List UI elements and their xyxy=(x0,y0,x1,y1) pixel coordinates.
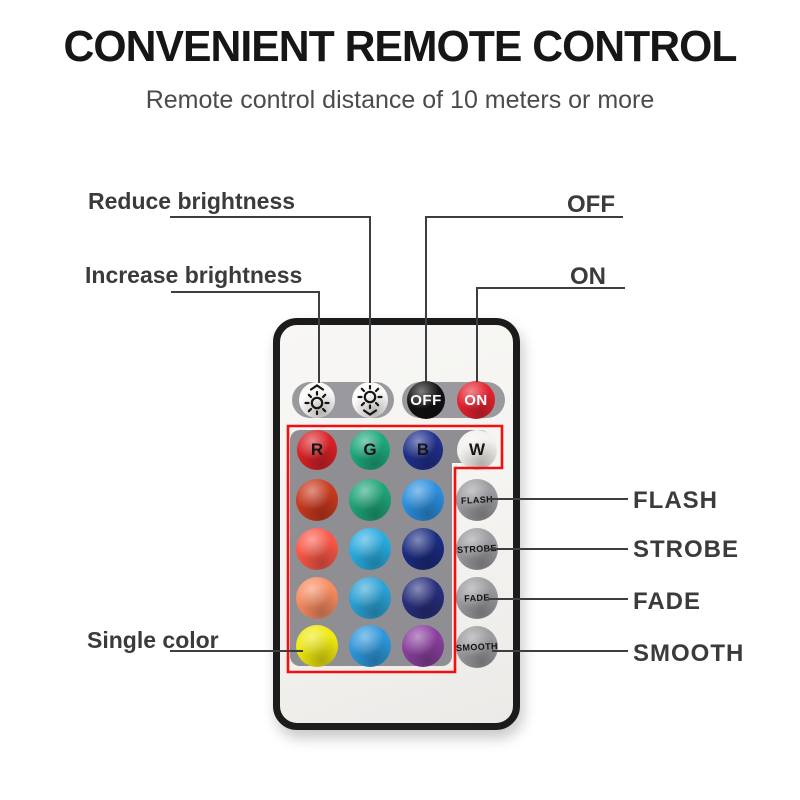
label-reduce-brightness: Reduce brightness xyxy=(88,188,296,214)
sun-down-icon xyxy=(357,384,383,416)
off-button[interactable]: OFF xyxy=(407,381,445,419)
flash-button[interactable]: FLASH xyxy=(456,479,498,521)
white-button-label: W xyxy=(468,440,486,459)
color-button-white[interactable]: W xyxy=(457,430,497,470)
callout-line-fade xyxy=(488,598,628,600)
color-button-r2c3[interactable] xyxy=(402,479,444,521)
callout-line-on-v xyxy=(476,287,478,382)
color-button-r3c3[interactable] xyxy=(402,528,444,570)
smooth-button[interactable]: SMOOTH xyxy=(456,626,498,668)
red-button-label: R xyxy=(310,440,324,459)
color-zone-outline xyxy=(286,424,504,674)
off-button-label: OFF xyxy=(410,391,442,409)
sun-up-icon xyxy=(304,384,330,416)
color-button-r4c1[interactable] xyxy=(296,577,338,619)
color-button-blue[interactable]: B xyxy=(403,430,443,470)
callout-line-strobe xyxy=(490,548,628,550)
label-smooth: SMOOTH xyxy=(633,640,745,667)
label-fade: FADE xyxy=(633,588,702,615)
color-button-r4c2[interactable] xyxy=(349,577,391,619)
label-flash: FLASH xyxy=(633,487,718,514)
green-button-label: G xyxy=(363,440,377,459)
increase-brightness-button[interactable] xyxy=(299,382,335,418)
page-title: CONVENIENT REMOTE CONTROL xyxy=(63,22,738,71)
color-button-single-yellow[interactable] xyxy=(296,625,338,667)
color-button-r5c3[interactable] xyxy=(402,625,444,667)
label-strobe: STROBE xyxy=(633,536,740,563)
label-single-color: Single color xyxy=(87,627,219,653)
callout-line-reduce-v xyxy=(369,216,371,383)
label-on: ON xyxy=(570,263,606,290)
callout-line-flash xyxy=(488,498,628,500)
color-button-r2c1[interactable] xyxy=(296,479,338,521)
reduce-brightness-button[interactable] xyxy=(352,382,388,418)
on-button-label: ON xyxy=(464,391,488,409)
callout-line-off-v xyxy=(425,216,427,382)
label-increase-brightness: Increase brightness xyxy=(85,262,303,288)
label-off: OFF xyxy=(567,191,615,218)
callout-line-on-h xyxy=(476,287,625,289)
callout-line-increase-h xyxy=(171,291,320,293)
callout-line-off-h xyxy=(425,216,623,218)
callout-line-reduce-h xyxy=(170,216,371,218)
color-button-r4c3[interactable] xyxy=(402,577,444,619)
color-button-red[interactable]: R xyxy=(297,430,337,470)
color-button-r3c2[interactable] xyxy=(349,528,391,570)
color-button-r2c2[interactable] xyxy=(349,479,391,521)
callout-line-smooth xyxy=(492,650,628,652)
on-button[interactable]: ON xyxy=(457,381,495,419)
callout-line-increase-v xyxy=(318,291,320,383)
callout-line-single-color xyxy=(170,650,303,652)
page-subtitle: Remote control distance of 10 meters or … xyxy=(145,86,655,114)
remote-control: OFF ON R G B W xyxy=(273,318,520,730)
color-button-r3c1[interactable] xyxy=(296,528,338,570)
blue-button-label: B xyxy=(416,440,430,459)
color-button-green[interactable]: G xyxy=(350,430,390,470)
color-button-r5c2[interactable] xyxy=(349,625,391,667)
